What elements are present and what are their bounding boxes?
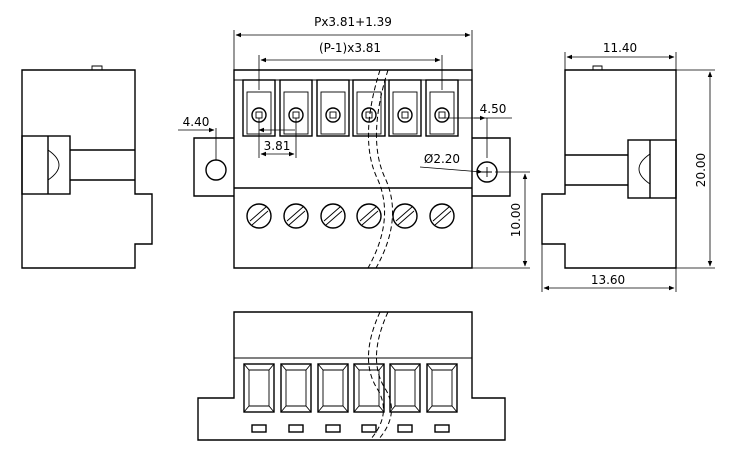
socket xyxy=(353,363,385,433)
wire-entry-row xyxy=(242,79,459,137)
screw-row xyxy=(246,203,455,229)
right-offset-label: 4.50 xyxy=(480,102,507,116)
bottom-view xyxy=(197,311,506,441)
wire-entry xyxy=(352,79,386,137)
pitch-label: 3.81 xyxy=(264,139,291,153)
front-view xyxy=(193,69,511,269)
height-total-label: 20.00 xyxy=(694,153,708,187)
height-lower-label: 10.00 xyxy=(509,203,523,237)
socket xyxy=(389,363,421,433)
pitch-span-label: (P-1)x3.81 xyxy=(319,41,381,55)
screw-head xyxy=(392,203,418,229)
screw-head xyxy=(283,203,309,229)
dimension-lines xyxy=(178,30,715,292)
socket xyxy=(243,363,275,433)
screw-head xyxy=(246,203,272,229)
socket xyxy=(280,363,312,433)
overall-width-label: Px3.81+1.39 xyxy=(314,15,392,29)
left-offset-label: 4.40 xyxy=(183,115,210,129)
left-side-view xyxy=(21,65,153,269)
socket xyxy=(426,363,458,433)
screw-head xyxy=(356,203,382,229)
depth-top-label: 11.40 xyxy=(603,41,637,55)
wire-entry xyxy=(388,79,422,137)
hole-diameter-label: Ø2.20 xyxy=(424,152,460,166)
wire-entry xyxy=(316,79,350,137)
socket-row xyxy=(243,363,458,433)
depth-bottom-label: 13.60 xyxy=(591,273,625,287)
screw-head xyxy=(429,203,455,229)
socket xyxy=(317,363,349,433)
screw-head xyxy=(320,203,346,229)
right-side-view xyxy=(541,65,677,269)
